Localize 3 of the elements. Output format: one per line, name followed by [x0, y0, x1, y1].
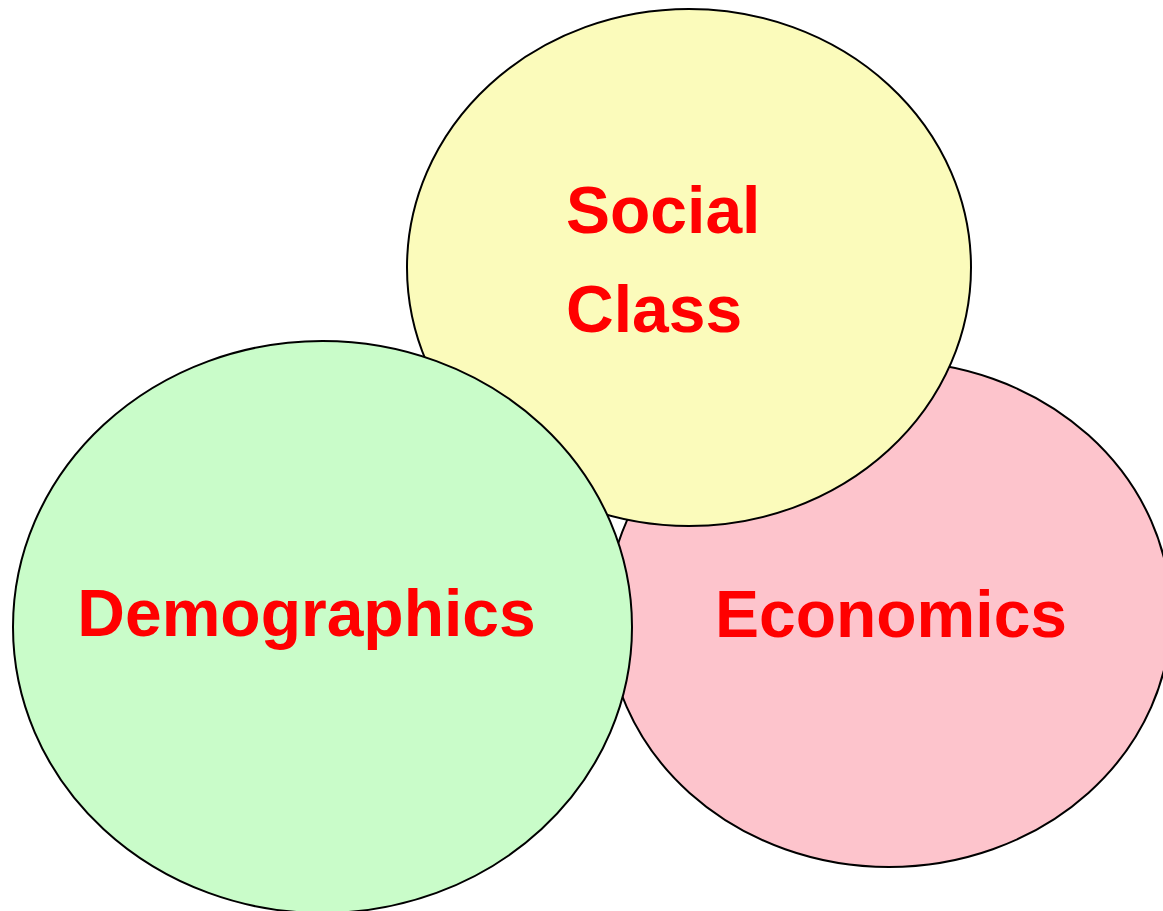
category-label: Social Class	[566, 171, 762, 348]
category-label: Economics	[714, 575, 1068, 653]
category-label: Demographics	[77, 574, 536, 652]
